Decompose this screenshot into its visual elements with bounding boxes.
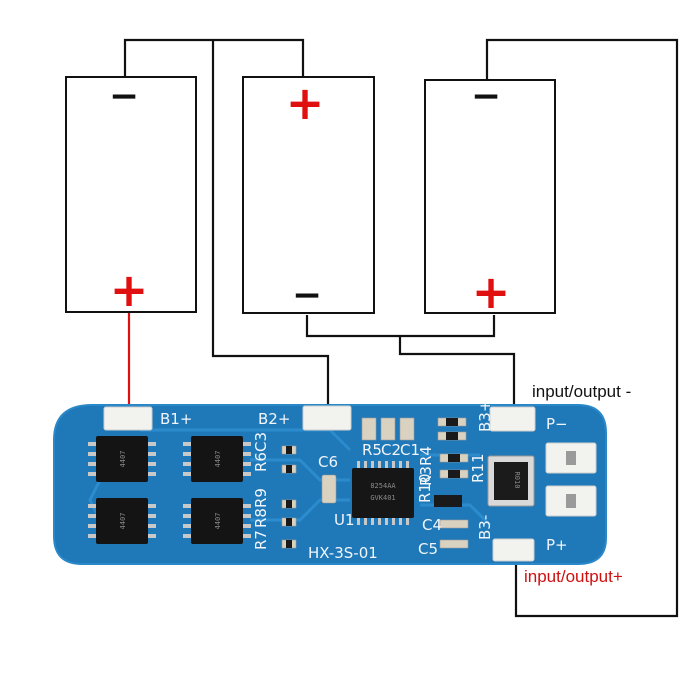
- silk-b3-minus: B3-: [476, 515, 494, 540]
- ic-marking-line2: GVK401: [370, 494, 395, 502]
- silk-c1: C1: [400, 441, 420, 459]
- silk-c4: C4: [422, 516, 442, 534]
- passive-components: R010: [281, 417, 535, 549]
- silk-c6: C6: [318, 453, 338, 471]
- svg-text:R010: R010: [513, 472, 521, 489]
- svg-text:4407: 4407: [214, 451, 222, 468]
- battery-1-minus-terminal: −: [109, 76, 139, 117]
- mosfet-chips: 4407 4407 4407: [88, 436, 251, 544]
- svg-text:4407: 4407: [119, 451, 127, 468]
- mosfet-1: 4407: [88, 436, 156, 482]
- silkscreen-labels: B1+ B2+ B3+ B3- P− P+ HX-3S-01 C6 U1 R5 …: [160, 400, 568, 562]
- wires: [123, 38, 679, 618]
- output-plus-label: input/output+: [524, 567, 623, 586]
- battery-2-body: [242, 76, 375, 314]
- p-plus-pad-left: [492, 538, 535, 562]
- silk-r11: R11: [469, 453, 487, 483]
- shunt-resistor: R010: [487, 455, 535, 507]
- silk-r6: R6: [252, 452, 270, 472]
- silk-r9: R9: [252, 488, 270, 508]
- silk-r8: R8: [252, 508, 270, 528]
- svg-text:4407: 4407: [119, 513, 127, 530]
- battery-3-minus-terminal: −: [471, 76, 501, 117]
- wire-b3-neg-to-p-plus: [485, 38, 679, 618]
- battery-2-minus-terminal: −: [292, 275, 322, 316]
- b1-plus-pad: [103, 406, 153, 431]
- battery-3: − +: [424, 76, 556, 319]
- silk-c2: C2: [381, 441, 401, 459]
- battery-1-body: [65, 76, 197, 313]
- silk-p-minus: P−: [546, 415, 568, 433]
- wire-b1-b2-to-b2-pad: [211, 40, 330, 412]
- mosfet-3: 4407: [88, 498, 156, 544]
- silk-r7: R7: [252, 530, 270, 550]
- silk-r3: R3: [417, 466, 435, 486]
- silk-c3: C3: [252, 432, 270, 452]
- silk-c5: C5: [418, 540, 438, 558]
- p-plus-output-pad: [545, 485, 597, 517]
- mosfet-4: 4407: [183, 498, 251, 544]
- pcb-board: 4407 4407 4407: [53, 400, 607, 565]
- battery-3-body: [424, 79, 556, 314]
- silk-r4: R4: [417, 446, 435, 466]
- p-minus-output-pad: [545, 442, 597, 474]
- silk-b2-plus: B2+: [258, 410, 290, 428]
- wire-b3-pos-to-b3-pad: [398, 336, 516, 410]
- battery-2-plus-terminal: +: [286, 76, 325, 130]
- battery-1-plus-terminal: +: [110, 263, 149, 317]
- p-minus-pad-left: [489, 406, 536, 432]
- battery-2: + −: [242, 76, 375, 316]
- battery-3-plus-terminal: +: [472, 265, 511, 319]
- battery-1: − +: [65, 76, 197, 317]
- silk-b3-plus: B3+: [476, 400, 494, 432]
- svg-text:4407: 4407: [214, 513, 222, 530]
- protection-ic: 8254AA GVK401: [352, 461, 414, 525]
- silk-u1: U1: [334, 511, 355, 529]
- output-minus-label: input/output -: [532, 382, 631, 401]
- wire-b2-neg-to-b3-pos: [305, 315, 496, 338]
- silk-model: HX-3S-01: [308, 544, 378, 562]
- b2-plus-pad: [302, 405, 352, 431]
- silk-p-plus: P+: [546, 536, 568, 554]
- silk-b1-plus: B1+: [160, 410, 192, 428]
- ic-marking-line1: 8254AA: [370, 482, 396, 490]
- silk-r5: R5: [362, 441, 382, 459]
- mosfet-2: 4407: [183, 436, 251, 482]
- silk-r10: R10: [416, 473, 434, 503]
